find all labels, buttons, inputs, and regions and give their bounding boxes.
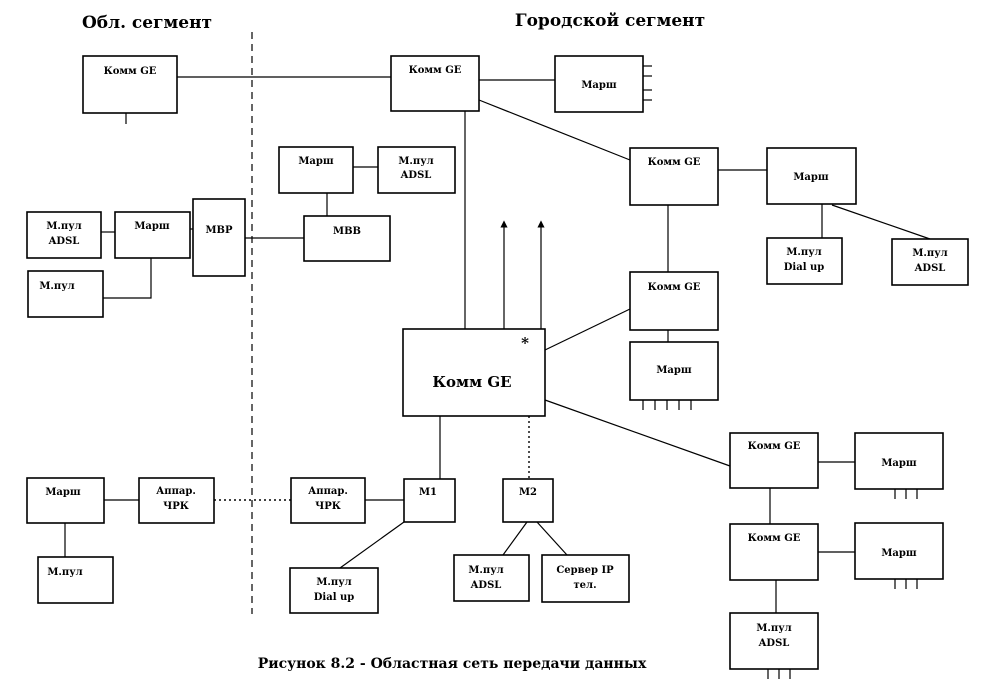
chrk-right-label-1: Аппар. <box>308 486 348 497</box>
chrk-left-label-2: ЧРК <box>163 501 189 512</box>
chrk-right-box <box>290 477 366 524</box>
modem-pool-adsl-br-box <box>729 612 819 670</box>
link-router-r1-modem-adsl <box>831 204 931 240</box>
top-router-label: Марш <box>581 80 617 91</box>
modem-pool-dialup-bottom-label-1: М.пул <box>316 577 351 588</box>
top-router-box <box>554 55 644 113</box>
modem-pool-adsl-left-label-2: ADSL <box>48 236 80 247</box>
ip-server-label-1: Сервер IP <box>556 565 614 576</box>
modem-pool-adsl-mid-label-2: ADSL <box>400 170 432 181</box>
mvr-box <box>192 198 246 277</box>
chrk-left-label-1: Аппар. <box>156 486 196 497</box>
modem-pool-adsl-bottom-label-1: М.пул <box>468 565 503 576</box>
router-r1-label: Марш <box>793 172 829 183</box>
router-br1-box <box>854 432 944 490</box>
link-modem-left-router-left <box>103 258 152 299</box>
link-m2-modem-adsl-bottom <box>502 521 528 556</box>
modem-pool-adsl-br-label-2: ADSL <box>758 638 790 649</box>
mvr-label: МВР <box>205 225 233 236</box>
ip-server-box <box>541 554 630 603</box>
link-top-switch-switch-r1 <box>478 99 631 161</box>
modem-pool-dialup-r1-label-1: М.пул <box>786 247 821 258</box>
m2-label: М2 <box>519 487 537 498</box>
core-switch-star: * <box>521 334 529 352</box>
router-bl-label: Марш <box>45 487 81 498</box>
switch-br1-box <box>729 432 819 489</box>
figure-caption: Рисунок 8.2 - Областная сеть передачи да… <box>258 656 647 672</box>
modem-pool-adsl-r1-box <box>891 238 969 286</box>
nodes: Комм GE Комм GE Марш Марш М.пул ADSL МВВ… <box>26 55 969 670</box>
chrk-right-label-2: ЧРК <box>315 501 341 512</box>
ip-server-label-2: тел. <box>573 580 596 591</box>
switch-br2-box <box>729 523 819 581</box>
link-core-switch-r2 <box>544 308 631 351</box>
router-mid-box <box>278 146 354 194</box>
m1-box <box>403 478 456 523</box>
modem-pool-adsl-bottom-label-2: ADSL <box>470 580 502 591</box>
modem-pool-left-box <box>27 270 104 318</box>
modem-pool-dialup-bottom-box <box>289 567 379 614</box>
router-br1-label: Марш <box>881 458 917 469</box>
link-core-switch-br1 <box>544 399 731 467</box>
core-switch-label: Комм GE <box>432 373 511 391</box>
reg-switch-label: Комм GE <box>104 66 157 77</box>
switch-r2-box <box>629 271 719 331</box>
modem-pool-adsl-bottom-box <box>453 554 530 602</box>
mvv-label: МВВ <box>333 226 361 237</box>
switch-br1-label: Комм GE <box>748 441 801 452</box>
modem-pool-left-label: М.пул <box>39 281 74 292</box>
router-br2-label: Марш <box>881 548 917 559</box>
core-switch-box <box>402 328 546 417</box>
top-switch-label: Комм GE <box>409 65 462 76</box>
switch-r2-label: Комм GE <box>648 282 701 293</box>
m2-box <box>502 478 554 523</box>
mvv-box <box>303 215 391 262</box>
modem-pool-adsl-left-box <box>26 211 102 259</box>
router-r1-box <box>766 147 857 205</box>
modem-pool-adsl-mid-box <box>377 146 456 194</box>
router-bl-box <box>26 477 105 524</box>
modem-pool-dialup-r1-box <box>766 237 843 285</box>
regional-segment-header: Обл. сегмент <box>82 13 212 33</box>
modem-pool-adsl-left-label-1: М.пул <box>46 221 81 232</box>
modem-pool-bl-label: М.пул <box>47 567 82 578</box>
router-left-box <box>114 211 191 259</box>
modem-pool-adsl-mid-label-1: М.пул <box>398 156 433 167</box>
modem-pool-adsl-r1-label-2: ADSL <box>914 263 946 274</box>
link-m2-ip-server <box>536 521 568 556</box>
switch-br2-label: Комм GE <box>748 533 801 544</box>
top-switch-box <box>390 55 480 112</box>
modem-pool-adsl-r1-label-1: М.пул <box>912 248 947 259</box>
router-mid-label: Марш <box>298 156 334 167</box>
modem-pool-dialup-bottom-label-2: Dial up <box>314 592 355 603</box>
router-r2-label: Марш <box>656 365 692 376</box>
router-br2-box <box>854 522 944 580</box>
modem-pool-bl-box <box>37 556 114 604</box>
modem-pool-dialup-r1-label-2: Dial up <box>784 262 825 273</box>
router-r2-box <box>629 341 719 401</box>
router-left-label: Марш <box>134 221 170 232</box>
m1-label: М1 <box>419 487 437 498</box>
reg-switch-box <box>82 55 178 114</box>
chrk-left-box <box>138 477 215 524</box>
switch-r1-box <box>629 147 719 206</box>
switch-r1-label: Комм GE <box>648 157 701 168</box>
modem-pool-adsl-br-label-1: М.пул <box>756 623 791 634</box>
link-m1-modem-dialup-bottom <box>339 521 405 569</box>
city-segment-header: Городской сегмент <box>515 11 705 31</box>
